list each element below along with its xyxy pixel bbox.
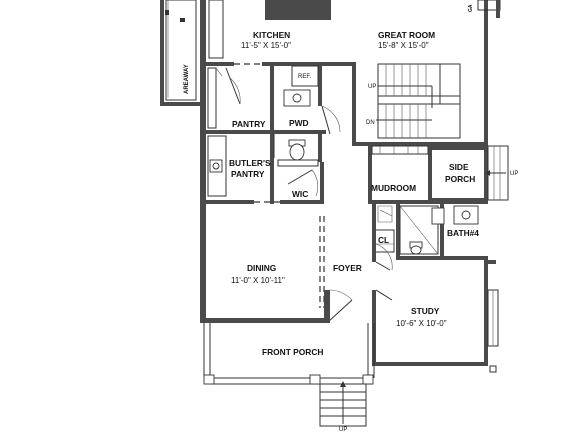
kitchen-area: REF.: [200, 0, 352, 204]
pwd-label: PWD: [289, 118, 309, 128]
kitchen-size: 11'-5" X 15'-0": [241, 41, 291, 50]
study-size: 10'-6" X 10'-0": [396, 319, 447, 328]
ref-label: REF.: [298, 74, 311, 80]
butlers-pantry-label-1: BUTLER'S: [229, 158, 271, 168]
foyer-label: FOYER: [333, 263, 362, 273]
kitchen-label: KITCHEN: [253, 30, 290, 40]
front-porch-label: FRONT PORCH: [262, 347, 323, 357]
areaway: AREAWAY: [160, 0, 202, 106]
dining-size: 11'-0" X 10'-11": [231, 276, 285, 285]
stair: [376, 63, 461, 139]
wic-label: WIC: [292, 189, 308, 199]
bath4-label: BATH#4: [447, 228, 479, 238]
front-up-label: UP: [339, 427, 347, 432]
pantry-label: PANTRY: [232, 119, 266, 129]
great-room-area: UP DN: [352, 0, 488, 146]
butlers-pantry-area: [206, 135, 324, 204]
cl-label: CL: [378, 235, 389, 245]
side-porch-label-2: PORCH: [445, 174, 475, 184]
dining-label: DINING: [247, 263, 276, 273]
butlers-pantry-label-2: PANTRY: [231, 169, 265, 179]
mudroom-label: MUDROOM: [371, 183, 416, 193]
garage-partial-label: GA: [468, 4, 474, 12]
study-label: STUDY: [411, 306, 440, 316]
side-up-label: UP: [510, 171, 518, 177]
mudroom-area: UP: [368, 145, 518, 204]
side-porch-label-1: SIDE: [449, 162, 469, 172]
garage-partial: GA: [468, 0, 501, 18]
great-room-size: 15'-8" X 15'-0": [378, 41, 429, 50]
stair-up-label: UP: [368, 84, 376, 90]
front-porch: UP: [203, 323, 375, 432]
study-area: [372, 200, 499, 373]
dining-area: [200, 200, 353, 323]
stair-dn-label: DN: [366, 120, 375, 126]
great-room-label: GREAT ROOM: [378, 30, 435, 40]
areaway-label: AREAWAY: [184, 64, 190, 94]
